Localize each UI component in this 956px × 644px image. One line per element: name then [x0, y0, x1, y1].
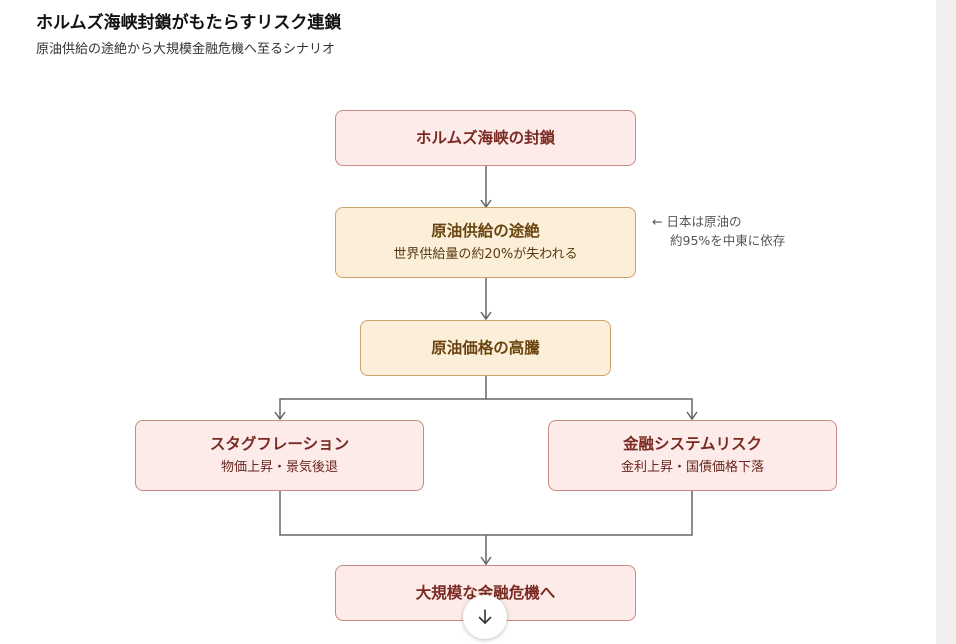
connector-price-branch	[280, 376, 487, 419]
connector-merge	[279, 491, 693, 536]
page-subtitle: 原油供給の途絶から大規模金融危機へ至るシナリオ	[36, 42, 336, 57]
node-subtitle: 金利上昇・国債価格下落	[620, 460, 764, 475]
annotation-line1: ← 日本は原油の	[652, 212, 785, 231]
annotation-text-1: 日本は原油の	[666, 214, 742, 229]
node-financial-system-risk: 金融システムリスク 金利上昇・国債価格下落	[548, 420, 837, 491]
arrow-down-icon	[478, 609, 492, 624]
page-title: ホルムズ海峡封鎖がもたらすリスク連鎖	[36, 13, 342, 33]
node-title: スタグフレーション	[209, 435, 350, 453]
node-title: 原油価格の高騰	[431, 339, 540, 357]
arrow-left-icon: ←	[652, 214, 663, 229]
connector-price-branch-right	[486, 398, 692, 419]
node-subtitle: 世界供給量の約20%が失われる	[393, 247, 578, 262]
node-price-surge: 原油価格の高騰	[360, 320, 611, 376]
annotation-japan-dependence: ← 日本は原油の 約95%を中東に依存	[652, 212, 785, 250]
node-supply-disruption: 原油供給の途絶 世界供給量の約20%が失われる	[335, 207, 636, 278]
node-title: 金融システムリスク	[622, 435, 763, 453]
node-strait-blockade: ホルムズ海峡の封鎖	[335, 110, 636, 166]
node-title: 大規模な金融危機へ	[415, 584, 556, 602]
annotation-text-2: 約95%を中東に依存	[670, 233, 786, 248]
node-title: ホルムズ海峡の封鎖	[415, 129, 556, 147]
node-stagflation: スタグフレーション 物価上昇・景気後退	[135, 420, 424, 491]
flow-connectors	[0, 166, 936, 644]
node-title: 原油供給の途絶	[431, 222, 540, 240]
scrollbar-track[interactable]	[936, 0, 956, 644]
node-subtitle: 物価上昇・景気後退	[220, 460, 338, 475]
node-financial-crisis: 大規模な金融危機へ	[335, 565, 636, 621]
scroll-down-button[interactable]	[463, 595, 507, 639]
